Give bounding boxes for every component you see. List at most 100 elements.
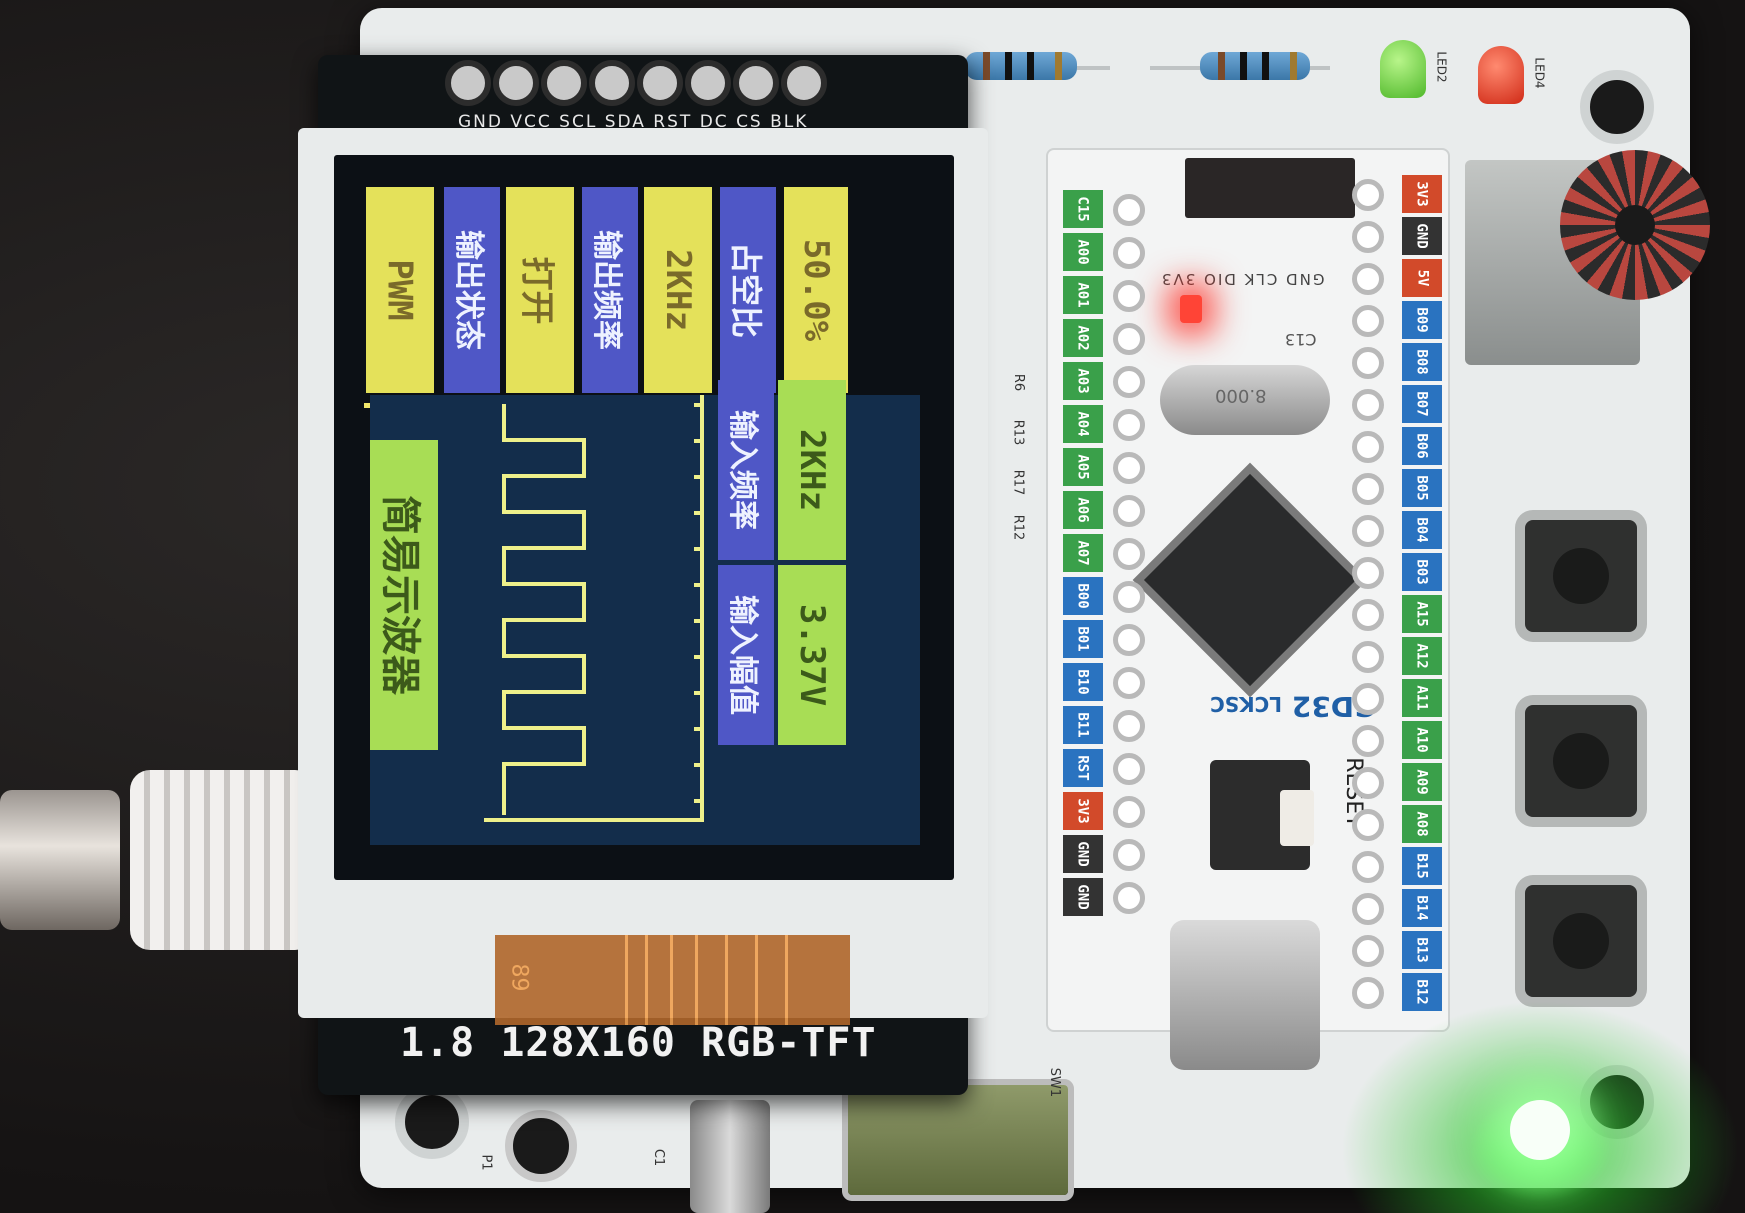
pin-hole — [1352, 935, 1384, 967]
reset-button[interactable] — [1210, 760, 1314, 870]
mounting-hole — [1580, 70, 1654, 144]
header-box-output-freq-label: 输出频率 — [582, 187, 638, 393]
r12-label: R12 — [1010, 514, 1026, 541]
c1-label: C1 — [651, 1148, 667, 1167]
pin-hole — [1113, 194, 1145, 226]
pin-hole — [1113, 409, 1145, 441]
crystal-label: 8.000 — [1215, 385, 1267, 406]
pin-hole — [1352, 725, 1384, 757]
green-led — [1380, 40, 1426, 98]
pin-hole — [1352, 599, 1384, 631]
pin-hole — [1352, 893, 1384, 925]
pin-label: B05 — [1402, 469, 1442, 507]
pin-label: B08 — [1402, 343, 1442, 381]
lcd-screen: PWM 输出状态 打开 输出频率 2KHz 占空比 50.0% 简易示波器 输入… — [334, 155, 954, 880]
pin-label: A05 — [1063, 448, 1103, 486]
pin-label: GND — [1063, 835, 1103, 873]
pin-label: B09 — [1402, 301, 1442, 339]
scope-title: 简易示波器 — [370, 440, 438, 750]
bnc-connector[interactable] — [0, 770, 330, 950]
r13-label: R13 — [1010, 419, 1026, 446]
pin-hole — [1352, 683, 1384, 715]
pin-label: C15 — [1063, 190, 1103, 228]
pin-hole — [1352, 389, 1384, 421]
pin-label: B00 — [1063, 577, 1103, 615]
pin-label: B13 — [1402, 931, 1442, 969]
pin-hole — [1113, 581, 1145, 613]
tft-pin-header — [445, 58, 845, 108]
pin-label: GND — [1402, 217, 1442, 255]
tact-button-2[interactable] — [1525, 705, 1637, 817]
electrolytic-capacitor — [690, 1100, 770, 1213]
usb-c-port[interactable] — [1170, 920, 1320, 1070]
header-box-output-state-label: 输出状态 — [444, 187, 500, 393]
pin-hole — [1113, 452, 1145, 484]
input-freq-label: 输入频率 — [718, 380, 774, 560]
input-freq-value: 2KHz — [778, 380, 846, 560]
pin-label: A03 — [1063, 362, 1103, 400]
pin-label: B10 — [1063, 663, 1103, 701]
pin-hole — [1113, 796, 1145, 828]
pin-hole — [1113, 237, 1145, 269]
pin-hole — [1352, 221, 1384, 253]
c13-label: C13 — [1285, 330, 1317, 349]
header-box-output-state: 打开 — [506, 187, 574, 393]
pin-label: A01 — [1063, 276, 1103, 314]
pin-label: A12 — [1402, 637, 1442, 675]
pin-hole — [1113, 323, 1145, 355]
status-led — [1510, 1100, 1570, 1160]
header-box-duty-label: 占空比 — [720, 187, 776, 393]
pin-hole — [1113, 538, 1145, 570]
slide-switch[interactable] — [848, 1085, 1068, 1195]
led2-label: LED2 — [1434, 51, 1449, 83]
audio-jack — [505, 1110, 577, 1182]
pin-label: B01 — [1063, 620, 1103, 658]
pin-label: B11 — [1063, 706, 1103, 744]
pin-label: B04 — [1402, 511, 1442, 549]
pin-label: B06 — [1402, 427, 1442, 465]
tft-caption: 1.8 128X160 RGB-TFT — [400, 1020, 877, 1066]
pin-hole — [1113, 839, 1145, 871]
pin-label: A00 — [1063, 233, 1103, 271]
pin-label: A09 — [1402, 763, 1442, 801]
header-box-mode: PWM — [366, 187, 434, 393]
tact-button-3[interactable] — [1525, 885, 1637, 997]
pin-hole — [1113, 710, 1145, 742]
lcd-flex-cable: 89 — [495, 935, 850, 1025]
pin-label: B07 — [1402, 385, 1442, 423]
pin-hole — [1352, 473, 1384, 505]
pin-label: A10 — [1402, 721, 1442, 759]
debug-header — [1185, 158, 1355, 218]
pin-hole — [1352, 347, 1384, 379]
tact-button-1[interactable] — [1525, 520, 1637, 632]
pin-hole — [1352, 263, 1384, 295]
resistor — [1200, 52, 1310, 80]
pin-label: A02 — [1063, 319, 1103, 357]
pin-hole — [1352, 305, 1384, 337]
pin-label: A04 — [1063, 405, 1103, 443]
pin-label: B03 — [1402, 553, 1442, 591]
tft-pin-labels: GND VCC SCL SDA RST DC CS BLK — [458, 112, 809, 132]
pin-label: GND — [1063, 878, 1103, 916]
pin-label: A15 — [1402, 595, 1442, 633]
pin-hole — [1113, 753, 1145, 785]
pin-hole — [1352, 641, 1384, 673]
pin-hole — [1352, 851, 1384, 883]
crystal — [1160, 365, 1330, 435]
input-amplitude-label: 输入幅值 — [718, 565, 774, 745]
debug-header-label: GND CLK DIO 3V3 — [1160, 270, 1325, 288]
scope-waveform — [484, 395, 704, 822]
pin-hole — [1113, 624, 1145, 656]
pin-hole — [1113, 882, 1145, 914]
pin-label: A08 — [1402, 805, 1442, 843]
pin-label: B15 — [1402, 847, 1442, 885]
pin-hole — [1352, 515, 1384, 547]
mounting-hole — [395, 1085, 469, 1159]
encoder-knob[interactable] — [1560, 150, 1710, 300]
header-box-output-freq: 2KHz — [644, 187, 712, 393]
header-box-duty: 50.0% — [784, 187, 848, 393]
pin-label: A11 — [1402, 679, 1442, 717]
pin-hole — [1113, 280, 1145, 312]
pin-hole — [1113, 667, 1145, 699]
